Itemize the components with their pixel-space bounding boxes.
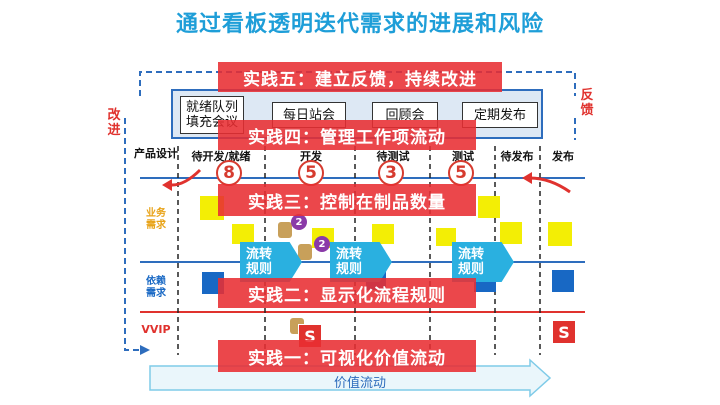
flow-rule-label: 流转规则 [336, 247, 366, 277]
avatar [278, 222, 292, 238]
flow-rule-arrow: 流转规则 [452, 242, 514, 282]
feedback-label: 反馈 [579, 88, 595, 118]
avatar [298, 244, 312, 260]
value-stream-label: 价值流动 [310, 372, 410, 391]
sticky-note [372, 224, 394, 244]
sticky-note [478, 196, 500, 218]
wip-limit-ready: 8 [216, 160, 242, 186]
practice-2: 实践二：显示化流程规则 [218, 278, 476, 308]
flow-rule-arrow: 流转规则 [330, 242, 392, 282]
stage-release: 发布 [528, 148, 598, 164]
lane-dependency: 依赖需求 [142, 276, 170, 300]
wip-limit-await-test: 3 [378, 160, 404, 186]
lane-business: 业务需求 [142, 208, 170, 232]
expedite-badge: S [552, 320, 576, 344]
practice-4: 实践四：管理工作项流动 [218, 120, 476, 150]
sticky-note [548, 222, 572, 246]
stage-design: 产品设计 [134, 148, 178, 160]
flow-rule-arrow: 流转规则 [240, 242, 302, 282]
improve-arrowhead [140, 345, 150, 355]
flow-rule-label: 流转规则 [458, 247, 488, 277]
improve-label: 改进 [103, 108, 125, 138]
right-curved-arrow [530, 178, 570, 192]
lane-vvip: VVIP [140, 324, 172, 336]
practice-1: 实践一：可视化价值流动 [218, 340, 476, 372]
sticky-note [552, 270, 574, 292]
wip-limit-test: 5 [448, 160, 474, 186]
wip-limit-dev: 5 [298, 160, 324, 186]
flow-rule-label: 流转规则 [246, 247, 276, 277]
assignee-chip: 2 [291, 214, 307, 230]
practice-3: 实践三：控制在制品数量 [218, 184, 476, 216]
sticky-note [500, 222, 522, 244]
assignee-chip: 2 [314, 236, 330, 252]
practice-5: 实践五：建立反馈，持续改进 [218, 62, 502, 92]
sticky-note [232, 224, 254, 244]
